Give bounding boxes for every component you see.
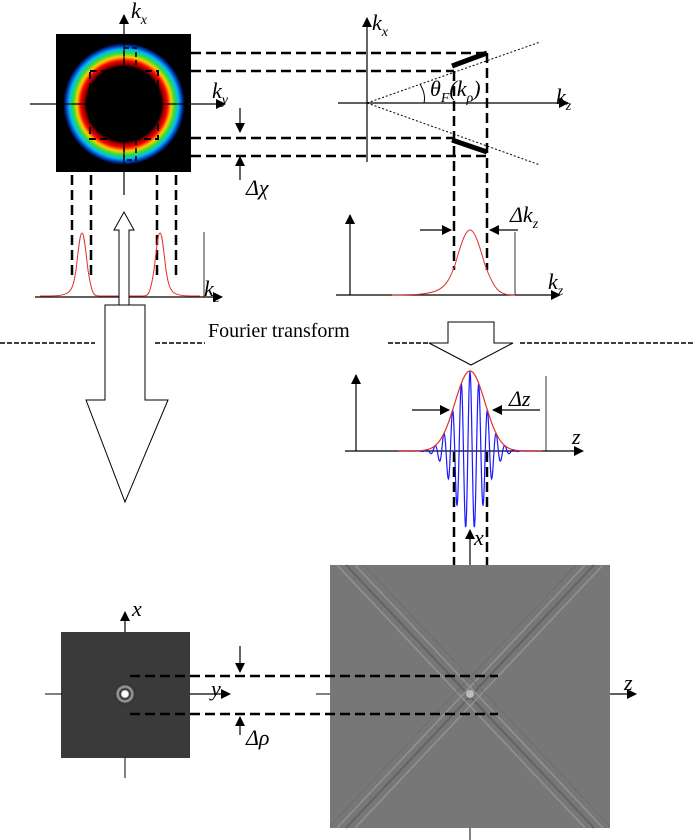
small-down-arrow [428, 321, 514, 366]
small-spot-panel [45, 611, 231, 778]
delta-chi-label: Δχ [245, 175, 270, 200]
kx-left-label: kx [131, 0, 148, 28]
ky-label: ky [212, 78, 229, 108]
delta-z-label: Δz [508, 386, 531, 411]
x-small-label: x [131, 596, 142, 621]
y-small-label: y [209, 676, 221, 701]
right-vertical-dashes [452, 53, 489, 270]
big-xz-panel [316, 529, 637, 840]
delta-rho-label: Δρ [245, 725, 269, 750]
x-big-label: x [473, 525, 484, 550]
big-down-arrow [85, 304, 169, 504]
theta-label: θF(kρ) [430, 76, 481, 106]
kx-right-label: kx [372, 10, 389, 40]
top-dashed-connectors [191, 51, 487, 158]
z-pulse-label: z [571, 424, 581, 449]
fourier-transform-label: Fourier transform [208, 320, 350, 342]
kz-top-label: kz [556, 84, 572, 114]
z-big-label: z [623, 670, 633, 695]
single-peak-plot [336, 214, 561, 300]
bottom-dashed-connectors [130, 674, 498, 716]
kspace-axes [30, 14, 226, 195]
kz-mid-right-label: kz [548, 269, 564, 299]
kxkz-axes [338, 17, 569, 166]
hollow-up-arrow [113, 210, 135, 305]
pulse-plot [345, 370, 584, 528]
left-vertical-dashes [70, 175, 178, 275]
delta-kz-label: Δkz [509, 202, 539, 232]
kz-mid-left-label: kz [204, 276, 220, 306]
